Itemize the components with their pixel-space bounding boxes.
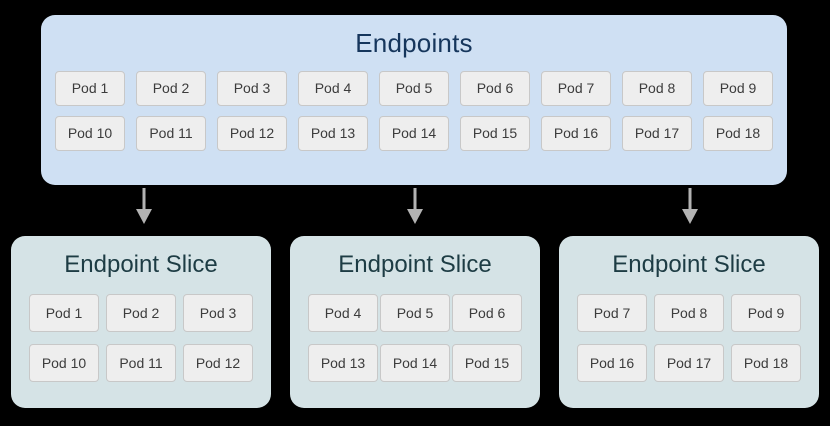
pod-chip: Pod 2	[136, 71, 206, 106]
down-arrow-icon	[407, 188, 423, 224]
pod-chip: Pod 4	[298, 71, 368, 106]
endpoint-slice-pod-grid: Pod 7 Pod 8 Pod 9 Pod 16 Pod 17 Pod 18	[577, 294, 801, 394]
pod-chip: Pod 15	[460, 116, 530, 151]
slice-pod-row-1: Pod 7 Pod 8 Pod 9	[577, 294, 801, 332]
endpoint-slice-title: Endpoint Slice	[64, 251, 218, 278]
pod-chip: Pod 8	[622, 71, 692, 106]
endpoint-slice-container-3: Endpoint Slice Pod 7 Pod 8 Pod 9 Pod 16 …	[559, 236, 819, 408]
pod-chip: Pod 4	[308, 294, 378, 332]
pod-chip: Pod 1	[29, 294, 99, 332]
endpoint-slice-container-1: Endpoint Slice Pod 1 Pod 2 Pod 3 Pod 10 …	[11, 236, 271, 408]
pod-chip: Pod 10	[55, 116, 125, 151]
pod-chip: Pod 5	[379, 71, 449, 106]
endpoint-slice-title: Endpoint Slice	[338, 251, 492, 278]
endpoints-pod-row-2: Pod 10 Pod 11 Pod 12 Pod 13 Pod 14 Pod 1…	[55, 116, 773, 151]
pod-chip: Pod 11	[136, 116, 206, 151]
pod-chip: Pod 5	[380, 294, 450, 332]
endpoints-container: Endpoints Pod 1 Pod 2 Pod 3 Pod 4 Pod 5 …	[41, 15, 787, 185]
endpoints-pod-row-1: Pod 1 Pod 2 Pod 3 Pod 4 Pod 5 Pod 6 Pod …	[55, 71, 773, 106]
slice-pod-row-2: Pod 13 Pod 14 Pod 15	[308, 344, 522, 382]
pod-chip: Pod 6	[460, 71, 530, 106]
pod-chip: Pod 9	[731, 294, 801, 332]
pod-chip: Pod 16	[541, 116, 611, 151]
endpoints-title: Endpoints	[355, 28, 473, 58]
pod-chip: Pod 2	[106, 294, 176, 332]
pod-chip: Pod 17	[622, 116, 692, 151]
pod-chip: Pod 6	[452, 294, 522, 332]
down-arrow-icon	[136, 188, 152, 224]
pod-chip: Pod 14	[379, 116, 449, 151]
pod-chip: Pod 3	[217, 71, 287, 106]
pod-chip: Pod 1	[55, 71, 125, 106]
endpoint-slice-pod-grid: Pod 4 Pod 5 Pod 6 Pod 13 Pod 14 Pod 15	[308, 294, 522, 394]
down-arrow-icon	[682, 188, 698, 224]
slice-pod-row-2: Pod 16 Pod 17 Pod 18	[577, 344, 801, 382]
endpoints-pod-grid: Pod 1 Pod 2 Pod 3 Pod 4 Pod 5 Pod 6 Pod …	[55, 71, 773, 151]
pod-chip: Pod 13	[308, 344, 378, 382]
pod-chip: Pod 7	[577, 294, 647, 332]
pod-chip: Pod 16	[577, 344, 647, 382]
pod-chip: Pod 9	[703, 71, 773, 106]
pod-chip: Pod 18	[731, 344, 801, 382]
slice-pod-row-1: Pod 4 Pod 5 Pod 6	[308, 294, 522, 332]
endpoint-slice-title: Endpoint Slice	[612, 251, 766, 278]
pod-chip: Pod 12	[217, 116, 287, 151]
endpoint-slice-pod-grid: Pod 1 Pod 2 Pod 3 Pod 10 Pod 11 Pod 12	[29, 294, 253, 394]
pod-chip: Pod 11	[106, 344, 176, 382]
slice-pod-row-1: Pod 1 Pod 2 Pod 3	[29, 294, 253, 332]
pod-chip: Pod 14	[380, 344, 450, 382]
pod-chip: Pod 13	[298, 116, 368, 151]
pod-chip: Pod 12	[183, 344, 253, 382]
pod-chip: Pod 3	[183, 294, 253, 332]
pod-chip: Pod 18	[703, 116, 773, 151]
pod-chip: Pod 7	[541, 71, 611, 106]
pod-chip: Pod 8	[654, 294, 724, 332]
endpoint-slice-container-2: Endpoint Slice Pod 4 Pod 5 Pod 6 Pod 13 …	[290, 236, 540, 408]
pod-chip: Pod 17	[654, 344, 724, 382]
pod-chip: Pod 10	[29, 344, 99, 382]
slice-pod-row-2: Pod 10 Pod 11 Pod 12	[29, 344, 253, 382]
pod-chip: Pod 15	[452, 344, 522, 382]
